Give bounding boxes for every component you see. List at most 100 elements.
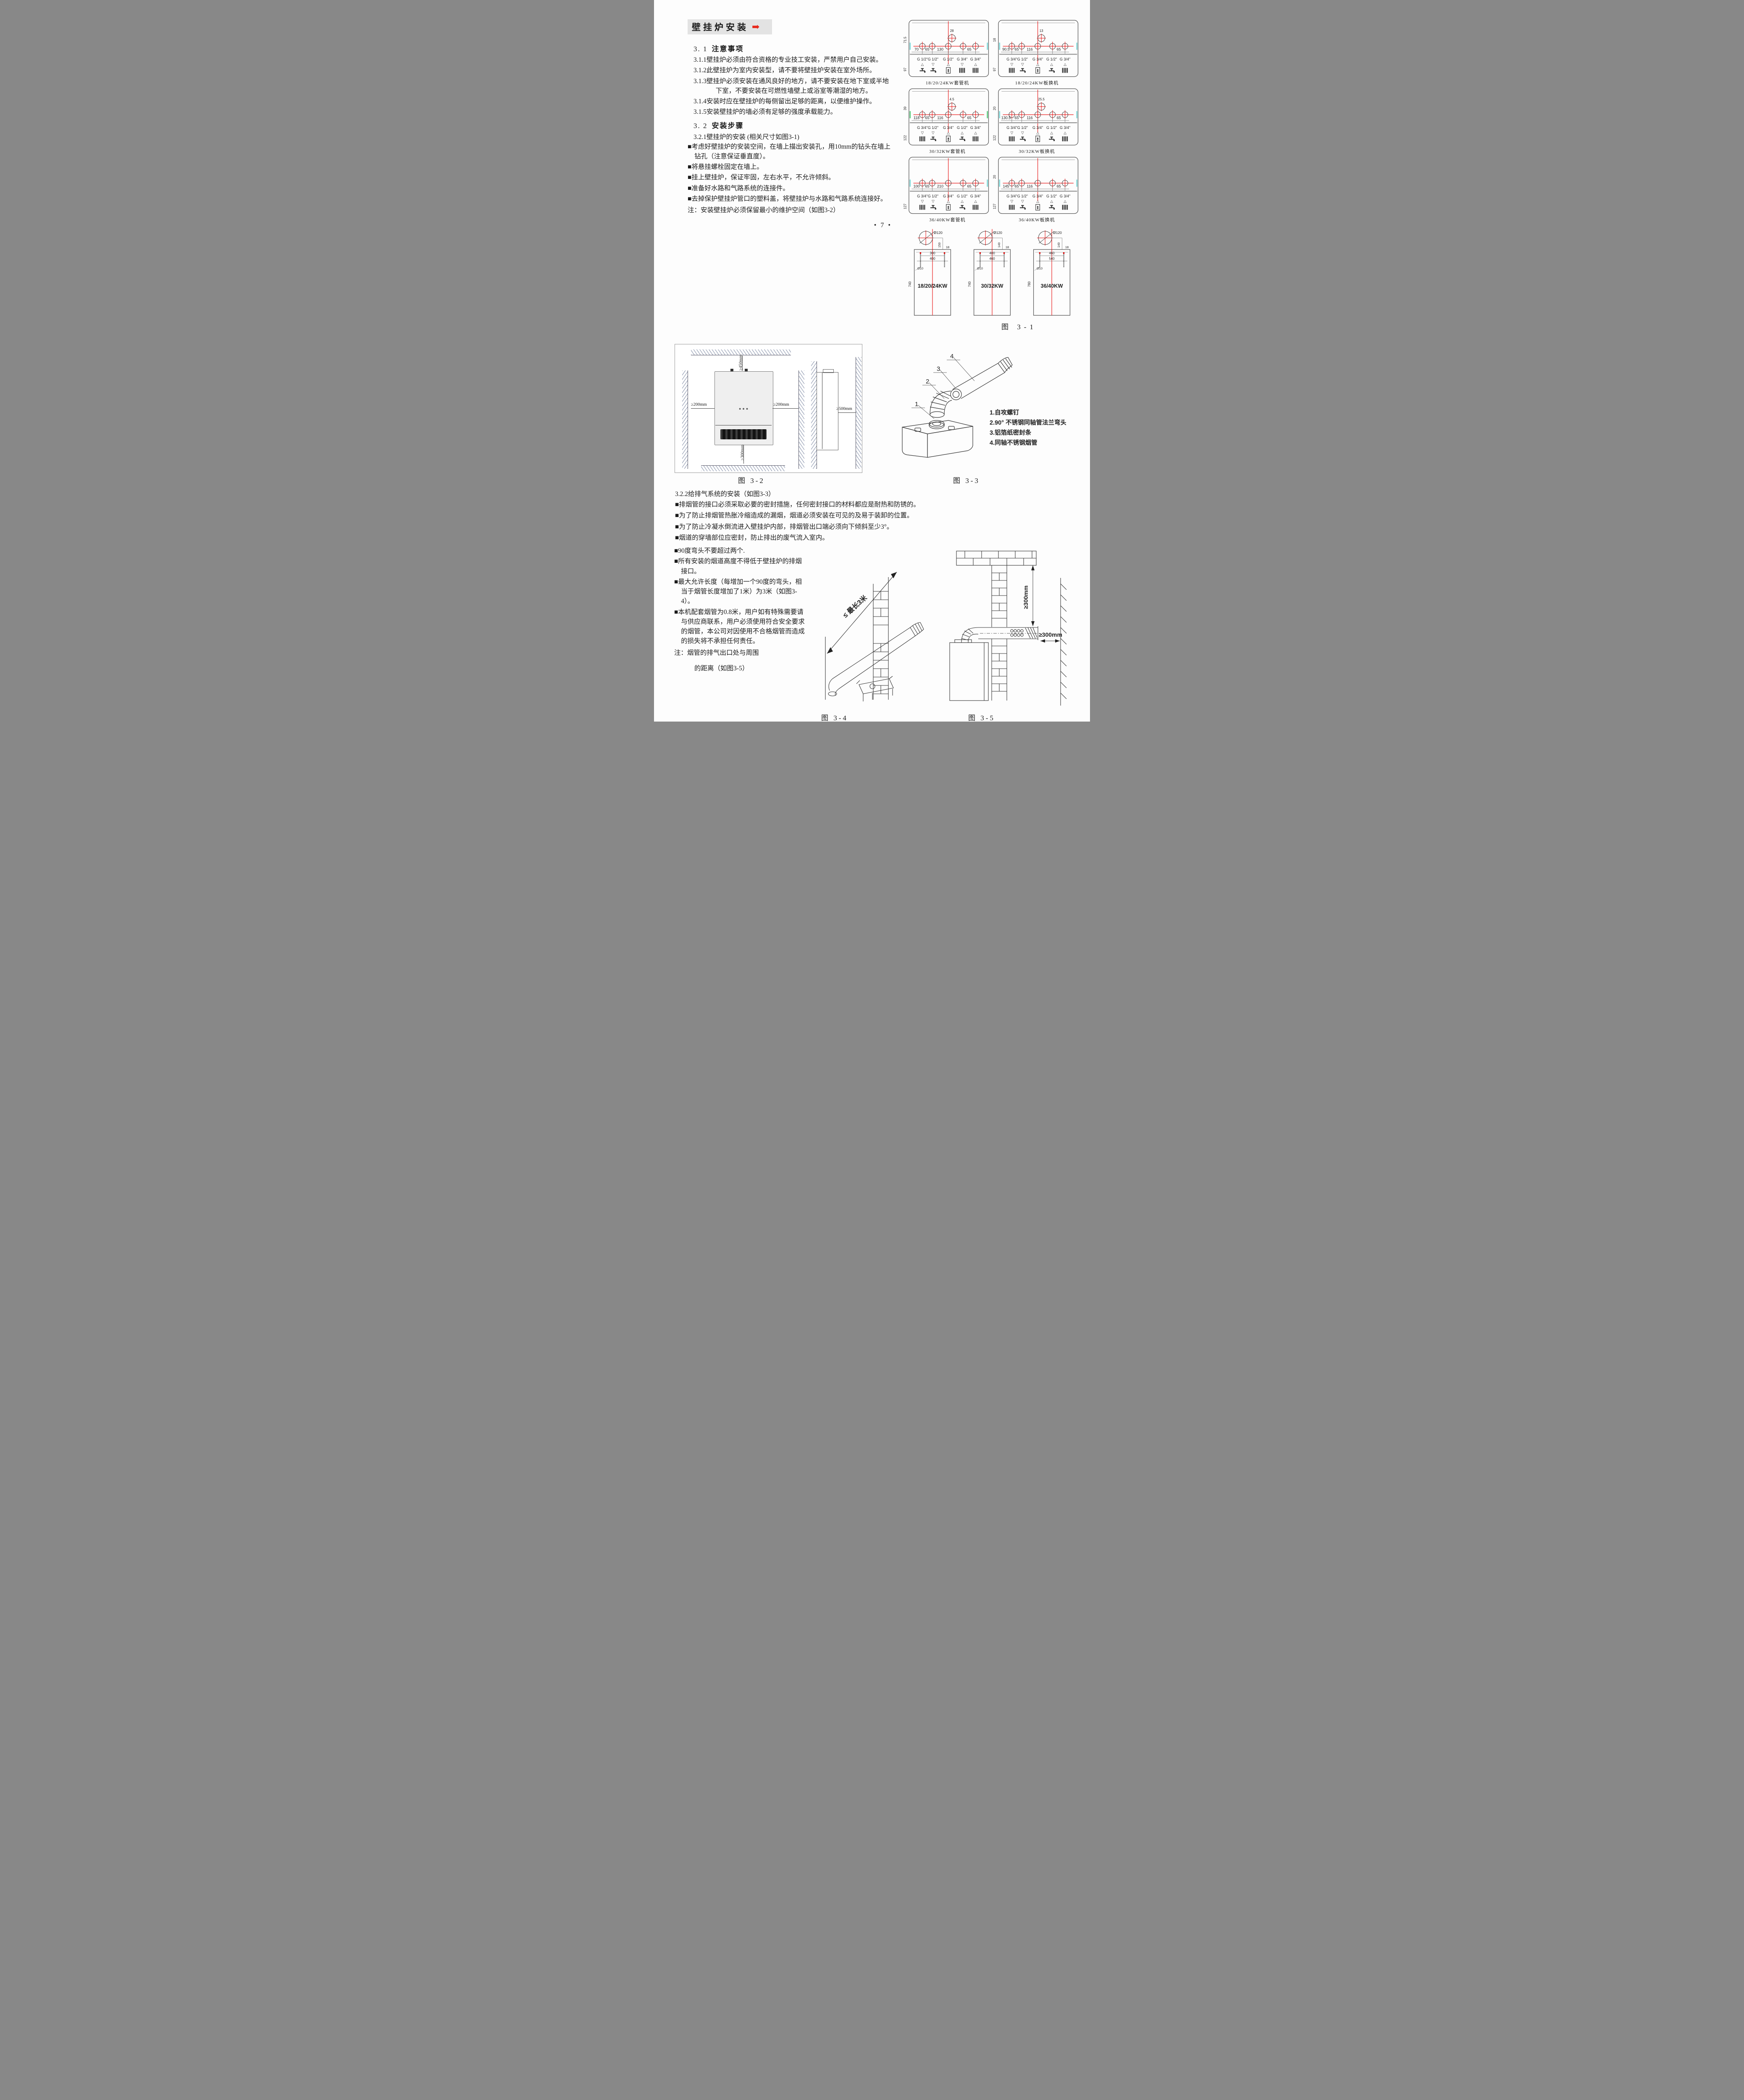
boiler-stub: [745, 369, 748, 372]
gas-icon: [946, 204, 951, 211]
right-wall-hatch: [798, 370, 804, 469]
svg-text:△: △: [961, 199, 964, 203]
faucet-icon: [919, 68, 926, 73]
flue-bullet: ■为了防止排烟管热胀冷缩造成的漏烟，烟道必须安装在可见的及易于装卸的位置。: [675, 512, 914, 520]
svg-text:18: 18: [993, 38, 997, 42]
clearance-vertical-label: ≥300mm: [1022, 585, 1029, 609]
note-item: 3.1.4安装时应在壁挂炉的每侧留出足够的距离，以便维护操作。: [693, 98, 876, 105]
svg-text:150: 150: [938, 242, 941, 247]
svg-text:△: △: [1036, 199, 1039, 203]
svg-text:18: 18: [946, 245, 949, 249]
heading-number: 3. 2: [693, 121, 708, 130]
svg-text:65: 65: [1015, 47, 1019, 52]
svg-text:145: 145: [1003, 184, 1009, 189]
svg-text:140: 140: [1057, 242, 1061, 247]
captions-row: 图 3-2 图 3-3: [654, 473, 1090, 486]
svg-text:G 1/2": G 1/2": [957, 194, 967, 198]
svg-text:20: 20: [993, 106, 997, 110]
figure-3-3-caption: 图 3-3: [953, 477, 980, 485]
step-bullet: ■准备好水路和气路系统的连接件。: [688, 184, 789, 192]
svg-text:G 1/2": G 1/2": [1046, 194, 1057, 198]
figure-3-4-max-length-diagram: ≤ 最长3米: [809, 545, 927, 712]
radiator-icon: [972, 68, 979, 73]
svg-text:G 3/4": G 3/4": [1006, 126, 1017, 130]
left-wall-hatch: [682, 370, 688, 469]
legend-line: 4.同轴不锈钢烟管: [990, 439, 1037, 446]
panel-label: 18/20/24KW板换机: [1015, 81, 1059, 86]
svg-text:Ø120: Ø120: [993, 231, 1002, 235]
radiator-icon: [1062, 68, 1068, 73]
faucet-icon: [1049, 136, 1055, 141]
legend-line: 2.90° 不锈钢同轴管法兰弯头: [990, 419, 1066, 426]
svg-text:▽: ▽: [1021, 131, 1024, 135]
note-item: 3.1.5安装壁挂炉的墙必须有足够的强度承载能力。: [693, 108, 837, 116]
radiator-icon: [1062, 205, 1068, 210]
callout-4: 4: [950, 353, 953, 360]
svg-text:300: 300: [930, 252, 935, 255]
svg-text:Ø10: Ø10: [977, 267, 983, 270]
svg-text:127: 127: [904, 203, 907, 209]
radiator-icon: [1062, 136, 1068, 142]
bottom-section: ■90度弯头不要超过两个. ■所有安装的烟道高度不得低于壁挂炉的排烟接口。 ■最…: [654, 545, 1090, 712]
svg-text:G 1/2": G 1/2": [1046, 57, 1057, 61]
callout-2: 2: [926, 378, 929, 385]
faucet-icon: [1049, 68, 1055, 73]
gas-icon: [1035, 67, 1040, 74]
svg-text:140: 140: [997, 242, 1001, 247]
faucet-icon: [1020, 136, 1026, 141]
heading-text: 注意事项: [712, 45, 744, 53]
svg-text:▽: ▽: [932, 199, 935, 203]
svg-text:▽: ▽: [1011, 131, 1014, 135]
flue-rule: ■所有安装的烟道高度不得低于壁挂炉的排烟接口。: [674, 558, 802, 575]
svg-text:130: 130: [937, 47, 943, 52]
svg-text:116: 116: [1027, 47, 1032, 52]
svg-text:36/40KW: 36/40KW: [1041, 283, 1063, 289]
figures-row: ≥450mm ●●● ≥200mm ≥200mm ≥300mm ≥500mm: [654, 344, 1090, 473]
svg-text:△: △: [1050, 131, 1053, 135]
svg-text:65: 65: [1057, 116, 1061, 120]
section-3-2-2: 3.2.2给排气系统的安装（如图3-3） ■排烟管的接口必须采取必要的密封措施，…: [654, 486, 1090, 543]
svg-text:13: 13: [1040, 29, 1043, 33]
gas-icon: [946, 67, 951, 74]
svg-text:65: 65: [967, 47, 972, 52]
radiator-icon: [1009, 68, 1015, 73]
svg-text:△: △: [974, 199, 977, 203]
svg-text:▽: ▽: [932, 62, 935, 66]
figure-3-2-caption: 图 3-2: [738, 477, 765, 485]
sub-heading-3-2-1: 3.2.1壁挂炉的安装 (相关尺寸如图3-1): [693, 133, 799, 141]
panel-label: 36/40KW板换机: [1019, 218, 1055, 223]
svg-text:540: 540: [1049, 257, 1055, 260]
svg-text:65: 65: [925, 184, 930, 189]
svg-text:90.5: 90.5: [1002, 47, 1010, 52]
svg-text:△: △: [947, 131, 950, 135]
svg-text:65: 65: [1057, 47, 1061, 52]
flue-rule: ■本机配套烟管为0.8米，用户如有特殊需要请与供应商联系，用户必须使用符合安全要…: [674, 608, 805, 645]
svg-text:G 1/2": G 1/2": [1017, 126, 1028, 130]
svg-text:G 1/2": G 1/2": [928, 57, 938, 61]
svg-text:116: 116: [1027, 184, 1032, 189]
section-banner: 壁挂炉安装 ➡: [688, 19, 772, 34]
svg-text:G 3/4": G 3/4": [957, 57, 967, 61]
svg-text:Ø10: Ø10: [917, 267, 923, 270]
clearance-bottom-label: ≥300mm: [740, 444, 745, 461]
panel-label: 30/32KW套管机: [929, 149, 966, 154]
boiler-dots: ●●●: [739, 407, 750, 411]
svg-text:G 3/4": G 3/4": [917, 126, 927, 130]
flue-rules-column: ■90度弯头不要超过两个. ■所有安装的烟道高度不得低于壁挂炉的排烟接口。 ■最…: [674, 545, 807, 712]
figure-3-2-clearance-diagram: ≥450mm ●●● ≥200mm ≥200mm ≥300mm ≥500mm: [675, 344, 862, 473]
svg-text:740: 740: [908, 281, 912, 287]
svg-text:G 3/4": G 3/4": [917, 194, 927, 198]
